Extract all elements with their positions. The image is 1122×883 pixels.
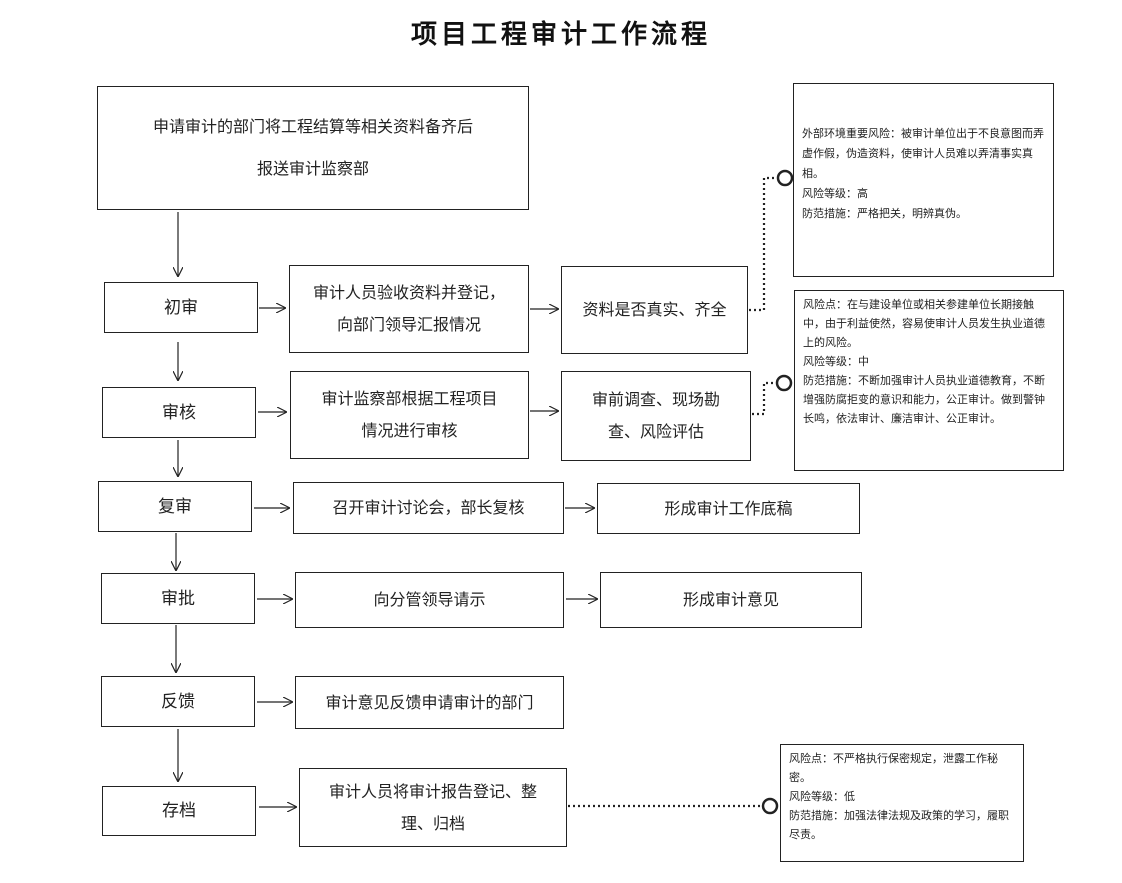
stage-shenpi: 审批 xyxy=(101,573,255,624)
risk-note-3-line3: 防范措施：加强法律法规及政策的学习，履职尽责。 xyxy=(789,809,1009,841)
shenpi-step1: 向分管领导请示 xyxy=(295,572,564,628)
fushen-step2: 形成审计工作底稿 xyxy=(597,483,860,534)
risk-note-1-line3: 防范措施：严格把关，明辨真伪。 xyxy=(802,207,967,220)
shenhe-step2-line2: 查、风险评估 xyxy=(607,422,704,441)
risk-note-2-line2: 风险等级：中 xyxy=(803,355,869,368)
start-line2: 报送审计监察部 xyxy=(256,159,369,178)
risk-note-2-line3: 防范措施：不断加强审计人员执业道德教育，不断增强防腐拒变的意识和能力，公正审计。… xyxy=(803,374,1045,425)
chushen-step2: 资料是否真实、齐全 xyxy=(561,266,748,354)
stage-chushen: 初审 xyxy=(104,282,258,333)
risk-note-3-line2: 风险等级：低 xyxy=(789,790,855,803)
shenpi-step1-line1: 向分管领导请示 xyxy=(373,590,486,609)
page-title: 项目工程审计工作流程 xyxy=(410,20,711,50)
risk-node-1 xyxy=(776,169,794,187)
risk-note-2: 风险点：在与建设单位或相关参建单位长期接触中，由于利益使然，容易使审计人员发生执… xyxy=(794,290,1064,471)
chushen-step1: 审计人员验收资料并登记， 向部门领导汇报情况 xyxy=(289,265,529,353)
risk-note-1-line2: 风险等级：高 xyxy=(802,187,868,200)
fushen-step1-line1: 召开审计讨论会，部长复核 xyxy=(332,498,525,517)
fushen-step2-line1: 形成审计工作底稿 xyxy=(664,498,793,518)
risk-node-3 xyxy=(761,797,779,815)
fankui-step1-line1: 审计意见反馈申请审计的部门 xyxy=(325,692,534,712)
start-line1: 申请审计的部门将工程结算等相关资料备齐后 xyxy=(152,117,473,136)
chushen-step2-line1: 资料是否真实、齐全 xyxy=(582,300,727,319)
risk-node-2 xyxy=(775,374,793,392)
fankui-step1: 审计意见反馈申请审计的部门 xyxy=(295,676,564,729)
shenpi-step2: 形成审计意见 xyxy=(600,572,862,628)
cundang-step1-line1: 审计人员将审计报告登记、整 xyxy=(328,781,537,801)
shenpi-step2-line1: 形成审计意见 xyxy=(682,590,779,609)
shenhe-step2-line1: 审前调查、现场勘 xyxy=(591,390,720,409)
fushen-step1: 召开审计讨论会，部长复核 xyxy=(293,482,564,534)
stage-cundang: 存档 xyxy=(102,786,256,836)
shenhe-step1-line2: 情况进行审核 xyxy=(361,421,458,440)
chushen-step1-line2: 向部门领导汇报情况 xyxy=(336,315,481,334)
shenhe-step1: 审计监察部根据工程项目 情况进行审核 xyxy=(290,371,529,459)
start-box: 申请审计的部门将工程结算等相关资料备齐后 报送审计监察部 xyxy=(97,86,529,210)
stage-shenhe: 审核 xyxy=(102,387,256,438)
risk-note-2-line1: 风险点：在与建设单位或相关参建单位长期接触中，由于利益使然，容易使审计人员发生执… xyxy=(803,298,1045,349)
risk-note-3-line1: 风险点：不严格执行保密规定，泄露工作秘密。 xyxy=(789,752,998,784)
shenhe-step1-line1: 审计监察部根据工程项目 xyxy=(321,389,498,408)
cundang-step1-line2: 理、归档 xyxy=(400,813,465,833)
cundang-step1: 审计人员将审计报告登记、整 理、归档 xyxy=(299,768,567,847)
shenhe-step2: 审前调查、现场勘 查、风险评估 xyxy=(561,371,751,461)
risk-note-3: 风险点：不严格执行保密规定，泄露工作秘密。 风险等级：低 防范措施：加强法律法规… xyxy=(780,744,1024,862)
stage-fushen: 复审 xyxy=(98,481,252,532)
chushen-step1-line1: 审计人员验收资料并登记， xyxy=(312,283,505,302)
risk-connector-2 xyxy=(752,381,776,416)
stage-fankui: 反馈 xyxy=(101,676,255,727)
risk-note-1-line1: 外部环境重要风险：被审计单位出于不良意图而弄虚作假，伪造资料，使审计人员难以弄清… xyxy=(802,127,1044,180)
risk-note-1: 外部环境重要风险：被审计单位出于不良意图而弄虚作假，伪造资料，使审计人员难以弄清… xyxy=(793,83,1054,277)
risk-connector-1 xyxy=(749,176,776,312)
